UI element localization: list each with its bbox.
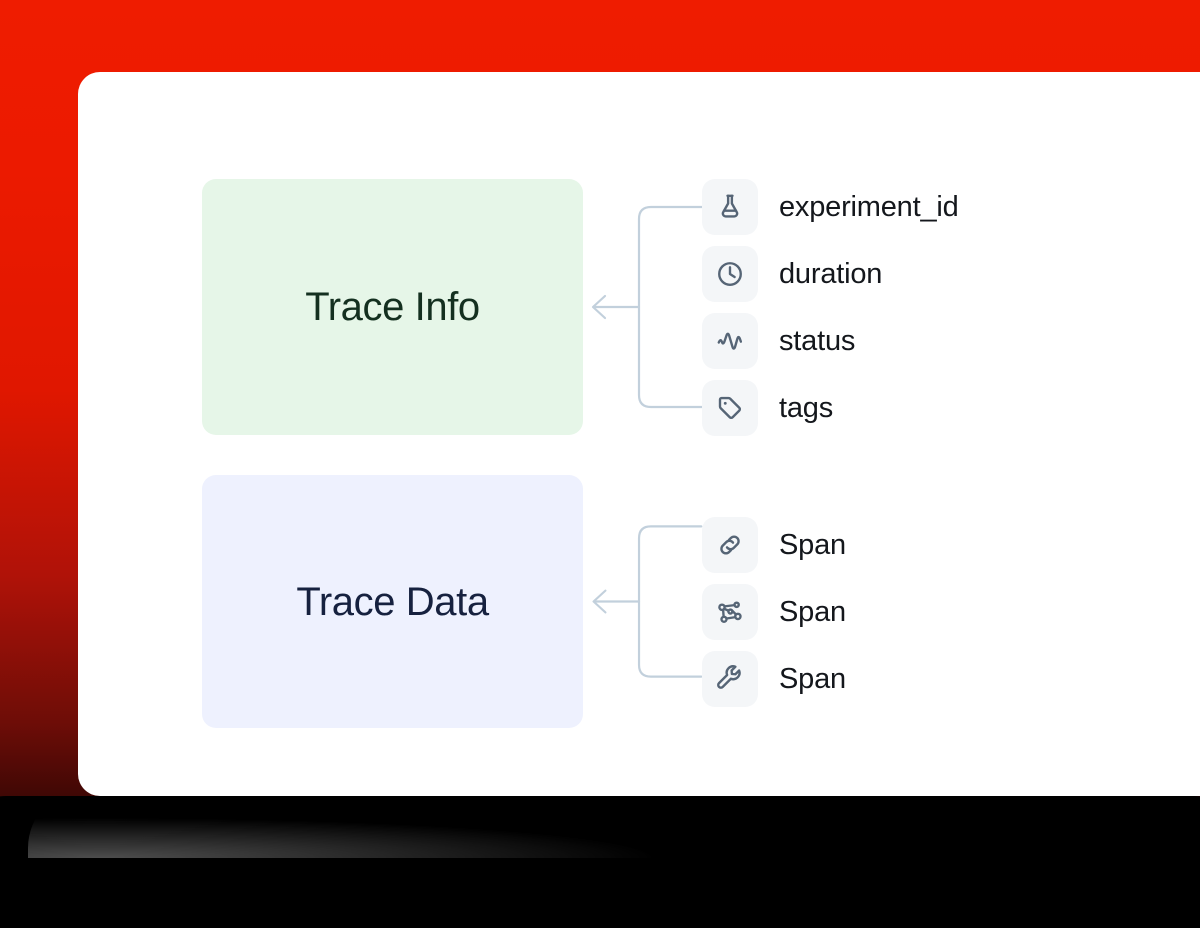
trace-info-field-list: experiment_id duration [702, 179, 959, 436]
field-row-status[interactable]: status [702, 313, 959, 369]
wrench-icon [702, 651, 758, 707]
field-row-experiment-id[interactable]: experiment_id [702, 179, 959, 235]
trace-data-box[interactable]: Trace Data [202, 475, 583, 728]
field-label-span-2: Span [779, 595, 846, 628]
trace-data-field-list: Span [702, 517, 846, 707]
field-label-experiment-id: experiment_id [779, 190, 959, 223]
trace-structure-diagram: Trace Info [78, 72, 1200, 796]
activity-icon [702, 313, 758, 369]
field-label-duration: duration [779, 257, 883, 290]
link-icon [702, 517, 758, 573]
field-label-tags: tags [779, 391, 834, 424]
app-card: Trace Info [78, 72, 1200, 796]
bracket-path [637, 525, 703, 678]
field-row-span-wrench[interactable]: Span [702, 651, 846, 707]
trace-info-box[interactable]: Trace Info [202, 179, 583, 435]
field-row-span-network[interactable]: Span [702, 584, 846, 640]
trace-data-box-label: Trace Data [296, 579, 489, 624]
trace-info-bracket-connector [591, 205, 704, 409]
bracket-path [637, 205, 704, 409]
field-row-duration[interactable]: duration [702, 246, 959, 302]
clock-icon [702, 246, 758, 302]
tag-icon [702, 380, 758, 436]
trace-data-bracket-connector [592, 525, 703, 678]
network-icon [702, 584, 758, 640]
arrow-head-icon [592, 589, 607, 614]
arrow-head-icon [591, 294, 607, 320]
field-label-status: status [779, 324, 856, 357]
flask-icon [702, 179, 758, 235]
device-base-plate [0, 796, 1200, 928]
trace-info-box-label: Trace Info [305, 285, 480, 329]
field-label-span-1: Span [779, 528, 846, 561]
field-row-tags[interactable]: tags [702, 380, 959, 436]
field-label-span-3: Span [779, 662, 846, 695]
field-row-span-link[interactable]: Span [702, 517, 846, 573]
